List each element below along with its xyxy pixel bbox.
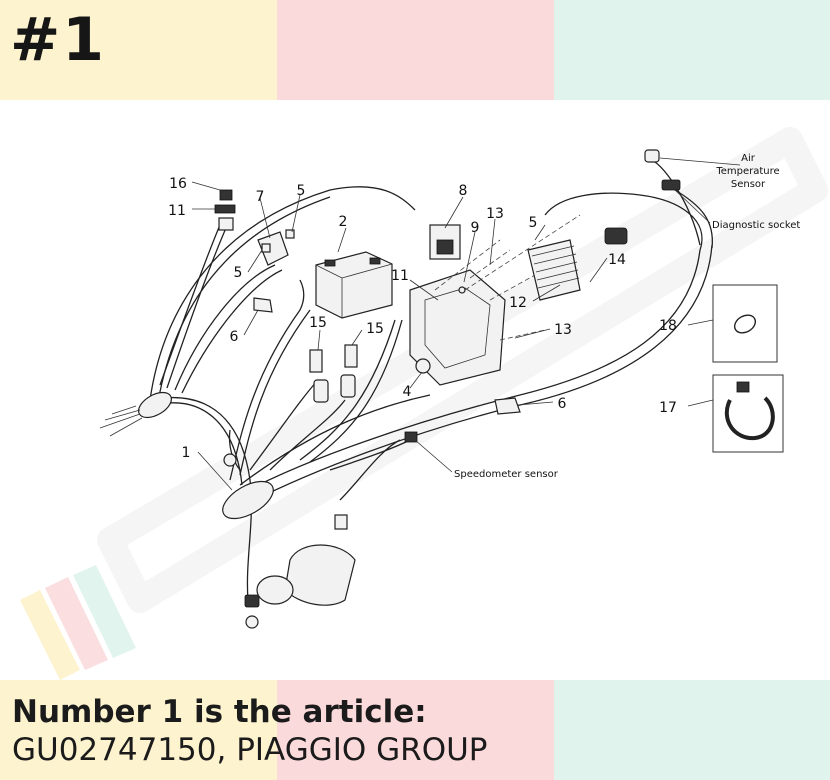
callout-16: 16 — [169, 176, 187, 192]
callout-15-b: 15 — [366, 321, 384, 337]
wiring-harness — [99, 159, 713, 629]
exploded-parts-diagram: 1 2 4 5 5 5 6 6 7 8 9 11 11 12 13 13 14 … — [20, 127, 828, 680]
callout-5-b: 5 — [234, 265, 243, 281]
callout-14: 14 — [608, 252, 626, 268]
callout-7: 7 — [256, 189, 265, 205]
callout-5-a: 5 — [297, 183, 306, 199]
callout-17: 17 — [659, 400, 677, 416]
caption-article-code: GU02747150, PIAGGIO GROUP — [12, 732, 488, 768]
footer-band-mint — [554, 680, 830, 780]
callout-13-b: 13 — [554, 322, 572, 338]
voltage-regulator — [527, 227, 628, 301]
fuse-holders — [309, 344, 358, 403]
callout-15-a: 15 — [309, 315, 327, 331]
annotation-air-3: Sensor — [731, 179, 766, 190]
callout-11-b: 11 — [391, 268, 409, 284]
footer-band-pink — [277, 680, 554, 780]
callout-4: 4 — [403, 384, 412, 400]
battery — [315, 251, 393, 319]
callout-18: 18 — [659, 318, 677, 334]
callout-13-a: 13 — [486, 206, 504, 222]
small-brackets — [214, 189, 521, 415]
callout-9: 9 — [471, 220, 480, 236]
regulator-bracket — [409, 214, 581, 386]
speedometer-sensor — [404, 431, 418, 443]
callout-1: 1 — [182, 445, 191, 461]
callout-5-c: 5 — [529, 215, 538, 231]
air-temperature-sensor — [644, 149, 660, 163]
annotation-speedometer-sensor: Speedometer sensor — [454, 469, 559, 480]
callout-11-a: 11 — [168, 203, 186, 219]
inset-gasket — [712, 284, 778, 363]
callout-2: 2 — [339, 214, 348, 230]
callout-6-b: 6 — [558, 396, 567, 412]
starter-motor — [256, 514, 356, 606]
header-band-mint — [554, 0, 830, 100]
footer-band-yellow — [0, 680, 277, 780]
annotation-diagnostic-socket: Diagnostic socket — [712, 220, 800, 231]
inset-cable-tie — [712, 374, 784, 453]
callout-12: 12 — [509, 295, 527, 311]
header-band-pink — [277, 0, 554, 100]
item-number-badge: #1 — [10, 5, 107, 75]
callout-8: 8 — [459, 183, 468, 199]
annotation-air-1: Air — [741, 153, 756, 164]
header-band-yellow — [0, 0, 277, 100]
callout-6-a: 6 — [230, 329, 239, 345]
diagnostic-socket — [661, 179, 681, 191]
annotation-air-2: Temperature — [715, 166, 779, 177]
caption-title: Number 1 is the article: — [12, 694, 427, 730]
leader-lines — [191, 157, 741, 491]
